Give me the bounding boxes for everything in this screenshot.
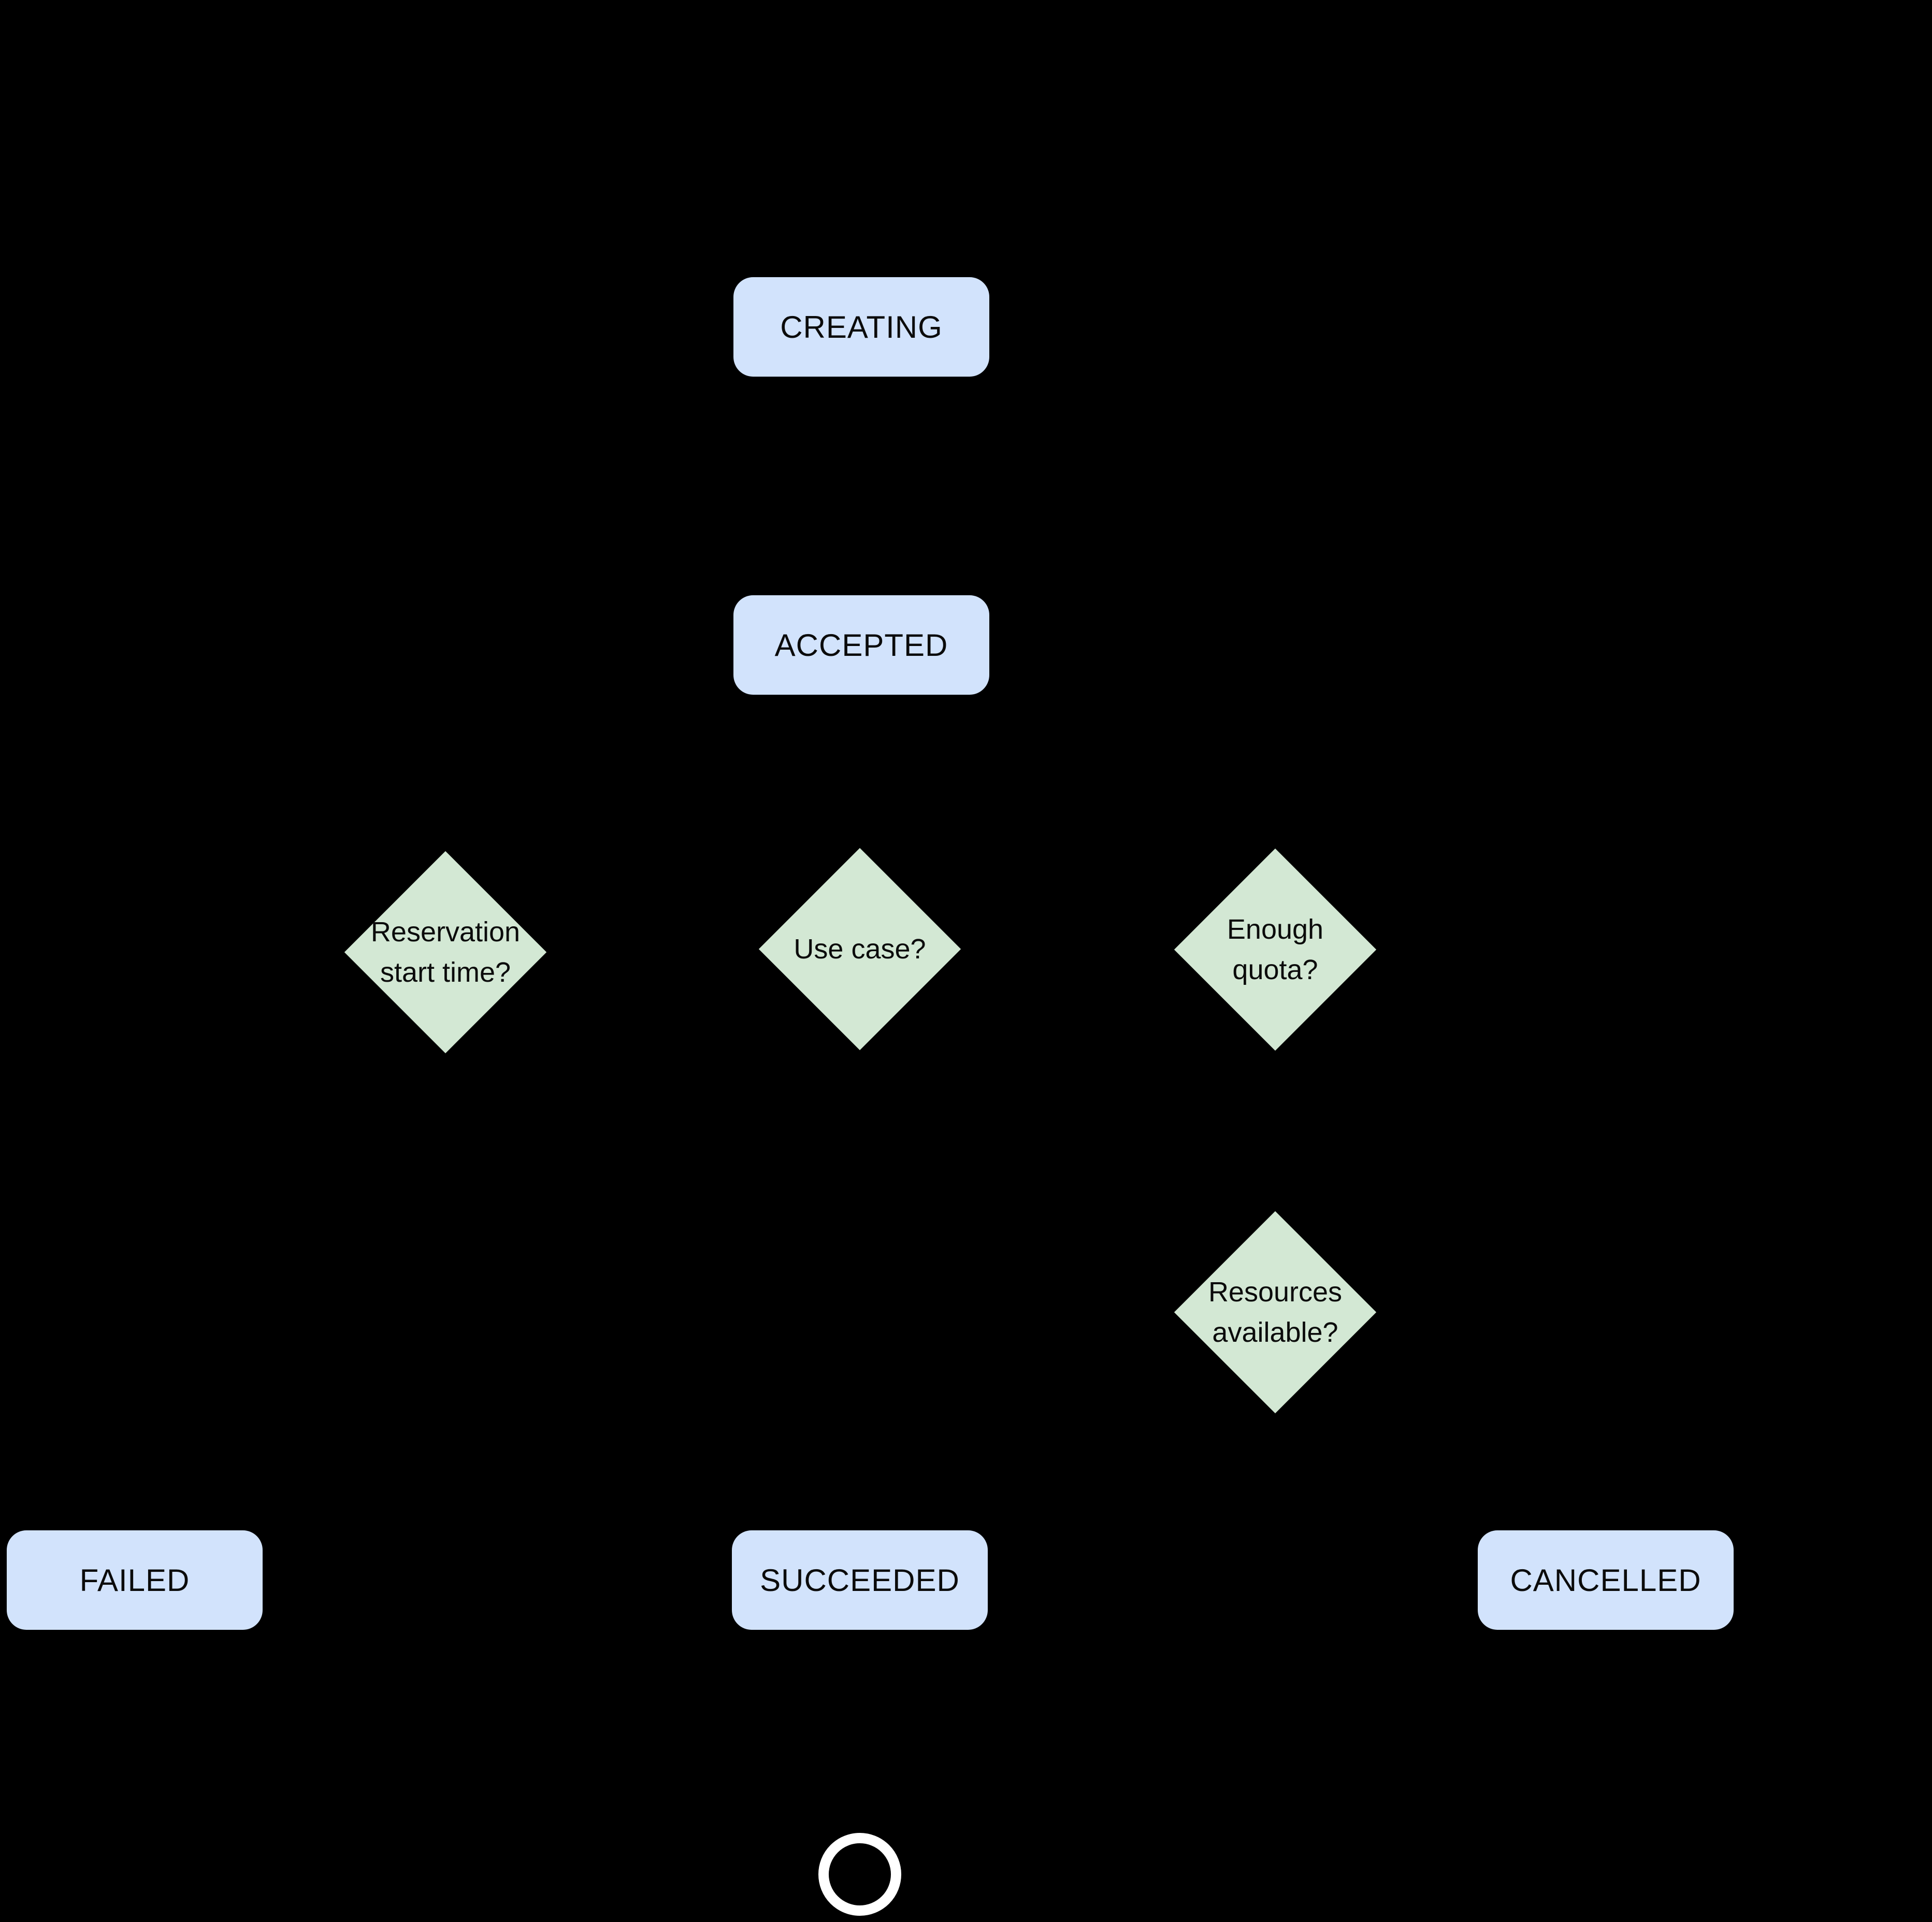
- state-node-creating: CREATING: [733, 277, 989, 377]
- decision-label-line1: Reservation: [370, 916, 521, 948]
- state-node-succeeded: SUCCEEDED: [732, 1530, 988, 1630]
- decision-resources-available: Resources available?: [1174, 1211, 1377, 1414]
- decision-label: Resources available?: [1166, 1272, 1384, 1353]
- decision-use-case: Use case?: [758, 848, 961, 1051]
- state-node-failed: FAILED: [7, 1530, 263, 1630]
- state-node-cancelled: CANCELLED: [1478, 1530, 1734, 1630]
- decision-label-line2: start time?: [380, 957, 511, 988]
- decision-label-line1: Use case?: [794, 934, 926, 965]
- decision-label: Reservation start time?: [337, 912, 554, 993]
- decision-label-line1: Resources: [1208, 1276, 1343, 1308]
- decision-label-line1: Enough: [1227, 914, 1324, 945]
- decision-reservation-start-time: Reservation start time?: [344, 851, 547, 1054]
- decision-label: Enough quota?: [1166, 909, 1384, 990]
- decision-enough-quota: Enough quota?: [1174, 848, 1377, 1051]
- end-terminal-icon: [818, 1833, 901, 1916]
- state-node-accepted: ACCEPTED: [733, 595, 989, 695]
- decision-label: Use case?: [751, 929, 969, 969]
- decision-label-line2: available?: [1212, 1317, 1338, 1348]
- decision-label-line2: quota?: [1232, 954, 1318, 985]
